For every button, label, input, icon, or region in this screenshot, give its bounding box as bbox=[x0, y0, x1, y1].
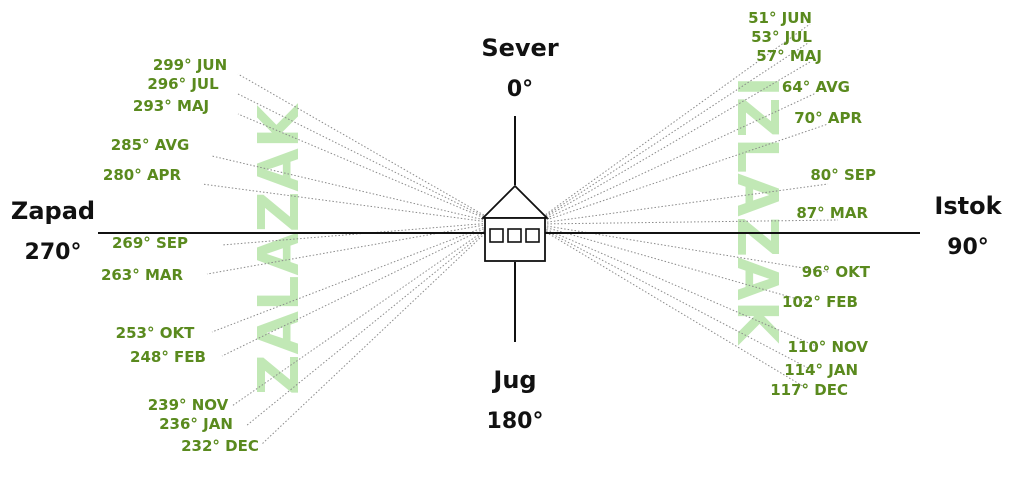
west-label: Zapad bbox=[11, 197, 95, 225]
sunset-label: 293° MAJ bbox=[133, 97, 209, 115]
sunrise-ray bbox=[539, 219, 839, 225]
sunset-label: 269° SEP bbox=[112, 234, 188, 252]
sunrise-label: 102° FEB bbox=[782, 293, 858, 311]
sunrise-label: 70° APR bbox=[794, 109, 862, 127]
sunrise-label: 51° JUN bbox=[748, 9, 812, 27]
sunset-ray bbox=[237, 113, 491, 221]
sunrise-label: 114° JAN bbox=[784, 361, 858, 379]
house-icon bbox=[480, 184, 550, 262]
sunset-watermark: ZALAZAK bbox=[247, 102, 312, 395]
sunset-label: 285° AVG bbox=[111, 136, 190, 154]
sunrise-ray bbox=[539, 183, 829, 224]
sunrise-label: 53° JUL bbox=[751, 28, 812, 46]
east-label: Istok bbox=[934, 192, 1002, 220]
sunrise-ray bbox=[539, 225, 809, 303]
sunrise-label: 117° DEC bbox=[770, 381, 848, 399]
north-label: Sever bbox=[481, 34, 558, 62]
south-label: Jug bbox=[491, 366, 536, 394]
sunset-label: 248° FEB bbox=[130, 348, 206, 366]
sunset-label: 253° OKT bbox=[116, 324, 195, 342]
sunset-label: 236° JAN bbox=[159, 415, 233, 433]
west-degrees: 270° bbox=[25, 240, 82, 265]
sunrise-label: 64° AVG bbox=[782, 78, 850, 96]
sunrise-watermark: IZLAZAK bbox=[724, 76, 789, 346]
sunrise-label: 96° OKT bbox=[802, 263, 871, 281]
sunset-ray bbox=[201, 183, 491, 223]
sunset-label: 232° DEC bbox=[181, 437, 259, 455]
north-degrees: 0° bbox=[507, 77, 533, 102]
sunset-ray bbox=[221, 225, 491, 357]
sunset-ray bbox=[206, 223, 491, 275]
sunrise-label: 80° SEP bbox=[810, 166, 876, 184]
sunrise-label: 110° NOV bbox=[787, 338, 868, 356]
sunrise-ray bbox=[539, 226, 819, 348]
sunset-label: 280° APR bbox=[103, 166, 182, 184]
sunset-label: 239° NOV bbox=[148, 396, 229, 414]
sunset-ray bbox=[237, 73, 491, 220]
sunset-label: 299° JUN bbox=[153, 56, 227, 74]
sunset-ray bbox=[237, 93, 491, 220]
south-degrees: 180° bbox=[487, 409, 544, 434]
sunrise-ray bbox=[539, 227, 809, 369]
sunrise-label: 57° MAJ bbox=[756, 47, 822, 65]
sunset-label: 263° MAR bbox=[101, 266, 184, 284]
sunrise-ray bbox=[539, 23, 811, 220]
sunrise-ray bbox=[539, 42, 809, 220]
east-degrees: 90° bbox=[947, 235, 989, 260]
sunrise-ray bbox=[539, 228, 807, 389]
sunset-ray bbox=[211, 224, 491, 333]
azimuth-rays bbox=[201, 23, 839, 445]
sunset-label: 296° JUL bbox=[147, 75, 219, 93]
sunrise-label: 87° MAR bbox=[796, 204, 868, 222]
sunset-ray bbox=[221, 222, 491, 246]
